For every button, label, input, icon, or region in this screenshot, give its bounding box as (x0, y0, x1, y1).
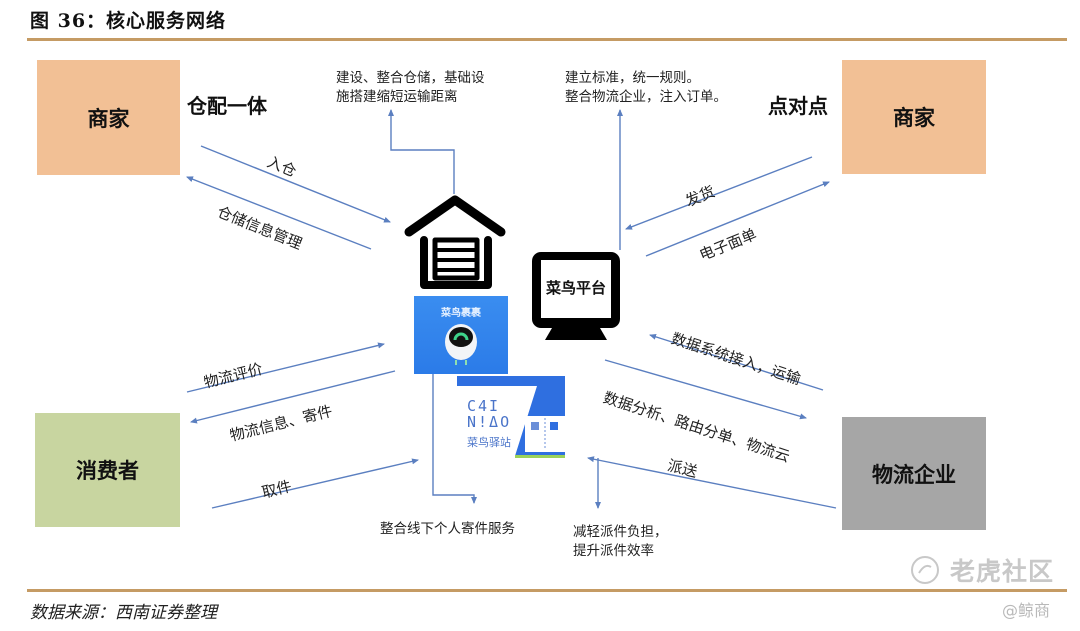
arrow-merchant-to-platform (625, 156, 813, 230)
cainiao-yizhan-app: C4I N!ΔO 菜鸟驿站 (457, 376, 565, 458)
arrow-consumer-to-guoguo (186, 342, 385, 393)
point-to-point-label: 点对点 (768, 94, 828, 118)
robot-mascot-icon (445, 324, 477, 365)
watermark-brand: 老虎社区 (950, 557, 1055, 586)
yizhan-note-line1: 减轻派件负担， (573, 524, 668, 540)
arrow-platform-to-logistics (604, 359, 807, 420)
arrow-platform-to-merchant (645, 181, 830, 257)
warehouse-icon (404, 195, 506, 289)
logistics-label: 物流企业 (872, 462, 956, 487)
arrow-logistics-to-platform (649, 333, 824, 391)
platform-note-line1: 建立标准，统一规则。 (565, 70, 700, 86)
warehouse-note-line1: 建设、整合仓储，基础设 (336, 70, 485, 86)
warehouse-delivery-label: 仓配一体 (187, 94, 267, 118)
watermark-handle: @鲸商 (1002, 601, 1051, 620)
merchant-left-box: 商家 (37, 60, 180, 175)
cainiao-guoguo-app: 菜鸟裹裹 (414, 296, 508, 374)
arrow-merchant-to-warehouse (200, 145, 391, 223)
platform-label: 菜鸟平台 (545, 279, 606, 297)
top-rule (27, 38, 1067, 41)
merchant-right-label: 商家 (893, 106, 935, 130)
guoguo-app-title: 菜鸟裹裹 (441, 308, 481, 319)
tiger-logo-icon (911, 556, 939, 584)
yizhan-note-line2: 提升派件效率 (573, 543, 654, 559)
source-note: 数据来源：西南证券整理 (30, 603, 217, 623)
cainiao-logo-line1: C4I (467, 397, 501, 415)
warehouse-note-line2: 施搭建缩短运输距离 (336, 89, 458, 105)
arrow-warehouse-to-merchant (186, 176, 372, 250)
logistics-box: 物流企业 (842, 417, 986, 530)
arrow-warehouse-to-note (388, 109, 455, 194)
yizhan-background-shape (457, 376, 565, 458)
yizhan-app-label: 菜鸟驿站 (467, 436, 511, 449)
arrow-guoguo-to-consumer (190, 370, 396, 424)
consumer-label: 消费者 (76, 459, 139, 483)
platform-note: 建立标准，统一规则。 整合物流企业，注入订单。 (565, 69, 727, 107)
arrow-consumer-to-yizhan (211, 458, 419, 509)
arrow-guoguo-to-note (432, 374, 477, 504)
bottom-rule (27, 589, 1067, 592)
merchant-right-box: 商家 (842, 60, 986, 174)
guoguo-note: 整合线下个人寄件服务 (380, 521, 515, 537)
cainiao-logo: C4I N!ΔO (467, 398, 511, 430)
warehouse-note: 建设、整合仓储，基础设 施搭建缩短运输距离 (336, 69, 485, 107)
monitor-icon (532, 252, 620, 340)
arrow-logistics-to-yizhan (587, 456, 837, 509)
watermark: 老虎社区 (910, 552, 1054, 588)
cainiao-logo-line2: N!ΔO (467, 413, 512, 431)
merchant-left-label: 商家 (87, 106, 130, 131)
figure-title: 图 36：核心服务网络 (30, 10, 227, 32)
consumer-box: 消费者 (35, 413, 180, 527)
yizhan-note: 减轻派件负担， 提升派件效率 (573, 523, 668, 561)
platform-note-line2: 整合物流企业，注入订单。 (565, 89, 727, 105)
